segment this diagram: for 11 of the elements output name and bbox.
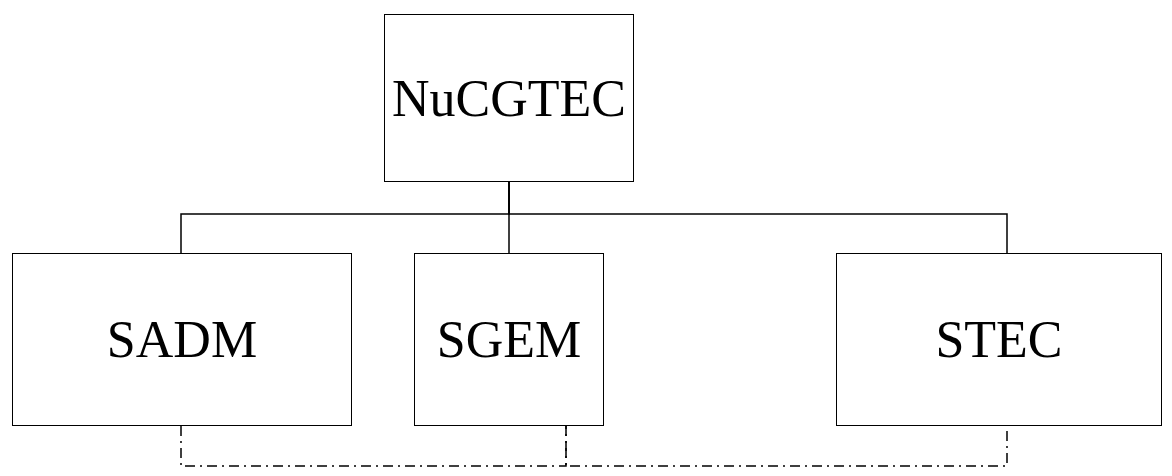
org-box (836, 253, 1162, 426)
unit-name: STEC (935, 310, 1063, 369)
org-box (384, 14, 634, 182)
org-box (12, 253, 352, 426)
unit-name: NuCGTEC (392, 68, 626, 128)
unit-name: SGEM (436, 310, 582, 369)
connector-line (565, 425, 1008, 467)
connector-line (180, 425, 567, 467)
unit-name: SADM (106, 310, 258, 369)
org-box (414, 253, 604, 426)
connector-line (508, 181, 1008, 254)
